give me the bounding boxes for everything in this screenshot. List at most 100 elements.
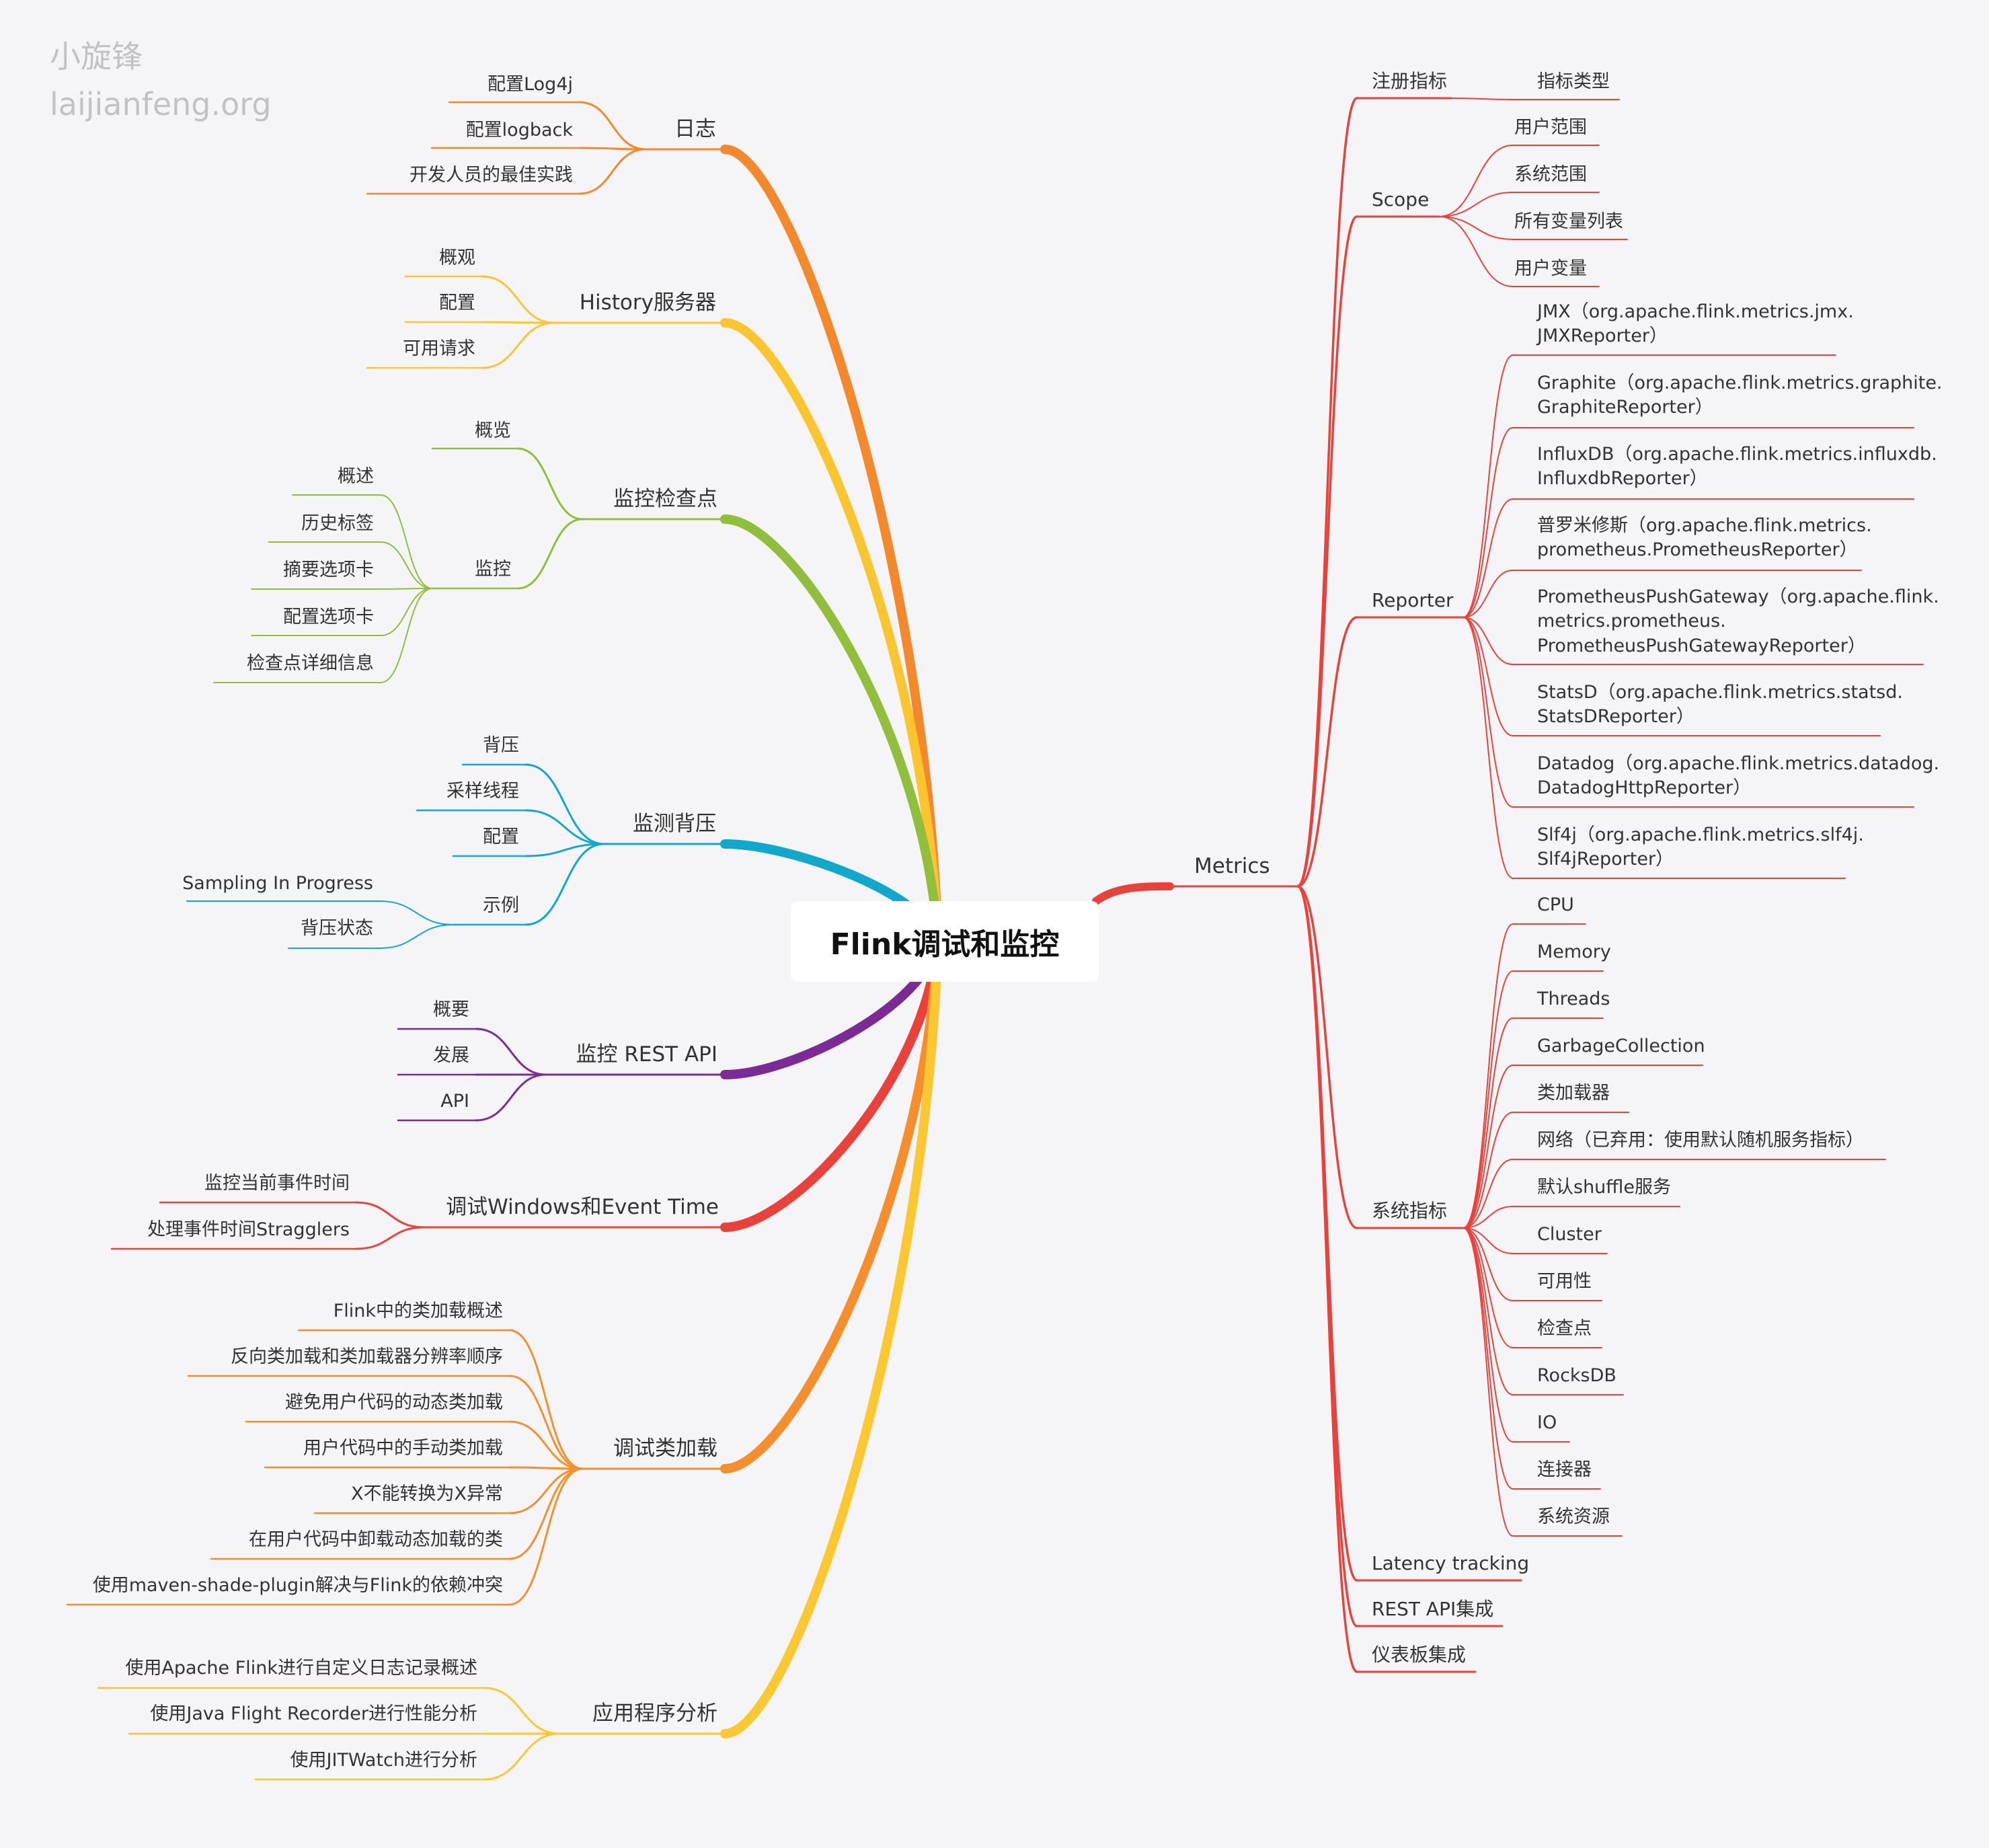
child-label-4-1[interactable]: 发展 <box>433 1045 469 1066</box>
child-label-5-1[interactable]: 处理事件时间Stragglers <box>147 1219 350 1240</box>
child-label-6-3[interactable]: 用户代码中的手动类加载 <box>303 1438 503 1459</box>
child-connector-4-2 <box>475 1073 547 1122</box>
child-label-1-2[interactable]: 可用请求 <box>403 338 475 359</box>
metrics-grandchild-label-0-0[interactable]: 指标类型 <box>1537 71 1610 92</box>
child-label-1-0[interactable]: 概观 <box>439 247 475 268</box>
metrics-grandchild-label-3-10[interactable]: RocksDB <box>1537 1365 1616 1386</box>
child-label-0-2[interactable]: 开发人员的最佳实践 <box>410 165 573 186</box>
branch-label-5[interactable]: 调试Windows和Event Time <box>446 1195 719 1219</box>
metrics-grandchild-label-1-3[interactable]: 用户变量 <box>1514 258 1587 279</box>
metrics-grandchild-label-3-7[interactable]: Cluster <box>1537 1224 1602 1245</box>
metrics-child-label-1[interactable]: Scope <box>1372 188 1430 210</box>
child-connector-7-2 <box>483 1732 561 1781</box>
metrics-grandchild-connector-3-5 <box>1462 1159 1514 1229</box>
child-label-7-2[interactable]: 使用JITWatch进行分析 <box>290 1750 477 1771</box>
child-connector-0-2 <box>578 148 647 195</box>
metrics-grandchild-label-1-1[interactable]: 系统范围 <box>1514 164 1587 185</box>
child-label-4-2[interactable]: API <box>440 1091 469 1112</box>
metrics-grandchild-connector-3-1 <box>1462 970 1514 1229</box>
metrics-grandchild-label-3-13[interactable]: 系统资源 <box>1537 1506 1610 1527</box>
metrics-grandchild-label-3-11[interactable]: IO <box>1537 1412 1557 1433</box>
child-label-6-0[interactable]: Flink中的类加载概述 <box>333 1301 503 1321</box>
branch-label-3[interactable]: 监测背压 <box>633 812 716 836</box>
grandchild-label-3-3-0[interactable]: Sampling In Progress <box>182 873 373 894</box>
metrics-grandchild-label-2-1[interactable]: Graphite（org.apache.flink.metrics.graphi… <box>1537 373 1943 418</box>
child-label-5-0[interactable]: 监控当前事件时间 <box>204 1173 350 1194</box>
metrics-grandchild-label-3-4[interactable]: 类加载器 <box>1537 1083 1610 1104</box>
metrics-grandchild-label-3-9[interactable]: 检查点 <box>1537 1318 1592 1339</box>
child-label-1-1[interactable]: 配置 <box>439 293 475 313</box>
child-label-2-1[interactable]: 监控 <box>475 559 511 580</box>
metrics-grandchild-label-3-3[interactable]: GarbageCollection <box>1537 1036 1705 1056</box>
metrics-grandchild-connector-1-2 <box>1438 216 1514 240</box>
metrics-child-label-2[interactable]: Reporter <box>1372 589 1454 611</box>
child-label-7-1[interactable]: 使用Java Flight Recorder进行性能分析 <box>150 1703 477 1724</box>
metrics-grandchild-label-2-4[interactable]: PrometheusPushGateway（org.apache.flink. … <box>1537 586 1939 656</box>
branch-label-0[interactable]: 日志 <box>674 117 716 141</box>
child-label-6-5[interactable]: 在用户代码中卸载动态加载的类 <box>249 1529 503 1550</box>
grandchild-label-3-3-1[interactable]: 背压状态 <box>301 918 373 939</box>
watermark-title: 小旋锋 <box>50 38 143 75</box>
metrics-grandchild-label-1-2[interactable]: 所有变量列表 <box>1514 211 1623 232</box>
branch-connector-6 <box>720 937 943 1473</box>
metrics-grandchild-connector-2-3 <box>1462 570 1514 618</box>
grandchild-label-2-1-2[interactable]: 摘要选项卡 <box>283 560 374 580</box>
metrics-grandchild-connector-2-4 <box>1462 617 1514 665</box>
metrics-child-label-0[interactable]: 注册指标 <box>1372 70 1448 92</box>
metrics-grandchild-label-3-12[interactable]: 连接器 <box>1537 1459 1592 1480</box>
metrics-grandchild-label-2-2[interactable]: InfluxDB（org.apache.flink.metrics.influx… <box>1537 444 1937 490</box>
branch-label-2[interactable]: 监控检查点 <box>613 487 717 511</box>
child-connector-6-3 <box>508 1466 584 1470</box>
child-label-3-2[interactable]: 配置 <box>483 826 519 847</box>
metrics-grandchild-label-3-8[interactable]: 可用性 <box>1537 1271 1592 1292</box>
grandchild-connector-3-3-1 <box>379 924 454 949</box>
metrics-grandchild-label-3-0[interactable]: CPU <box>1537 894 1574 915</box>
grandchild-label-2-1-0[interactable]: 概述 <box>338 466 374 487</box>
child-label-2-0[interactable]: 概览 <box>475 420 511 441</box>
root-topic[interactable]: Flink调试和监控 <box>791 901 1099 982</box>
branch-label-4[interactable]: 监控 REST API <box>576 1042 718 1067</box>
branch-label-7[interactable]: 应用程序分析 <box>592 1701 717 1726</box>
child-connector-1-0 <box>481 275 555 324</box>
child-label-0-0[interactable]: 配置Log4j <box>488 74 573 95</box>
metrics-grandchild-label-2-0[interactable]: JMX（org.apache.flink.metrics.jmx. JMXRep… <box>1537 301 1854 347</box>
child-connector-3-1 <box>524 809 605 845</box>
child-connector-4-0 <box>475 1028 547 1076</box>
metrics-child-label-5[interactable]: REST API集成 <box>1372 1598 1494 1620</box>
grandchild-label-2-1-4[interactable]: 检查点详细信息 <box>247 653 374 674</box>
child-label-4-0[interactable]: 概要 <box>433 999 469 1020</box>
metrics-grandchild-label-3-2[interactable]: Threads <box>1537 989 1610 1009</box>
metrics-grandchild-label-3-5[interactable]: 网络（已弃用：使用默认随机服务指标） <box>1537 1130 1864 1151</box>
metrics-child-label-4[interactable]: Latency tracking <box>1372 1552 1530 1574</box>
child-label-3-0[interactable]: 背压 <box>483 735 519 756</box>
metrics-grandchild-connector-0-0 <box>1450 98 1514 100</box>
branch-label-1[interactable]: History服务器 <box>579 291 716 315</box>
branch-label-6[interactable]: 调试类加载 <box>613 1436 717 1461</box>
metrics-grandchild-label-2-3[interactable]: 普罗米修斯（org.apache.flink.metrics. promethe… <box>1537 515 1872 561</box>
metrics-child-label-6[interactable]: 仪表板集成 <box>1372 1644 1467 1666</box>
child-label-6-4[interactable]: X不能转换为X异常 <box>351 1484 503 1504</box>
metrics-grandchild-label-2-6[interactable]: Datadog（org.apache.flink.metrics.datadog… <box>1537 753 1940 799</box>
metrics-grandchild-connector-2-7 <box>1462 617 1514 879</box>
child-label-7-0[interactable]: 使用Apache Flink进行自定义日志记录概述 <box>125 1658 477 1679</box>
grandchild-label-2-1-3[interactable]: 配置选项卡 <box>283 607 374 627</box>
metrics-grandchild-label-3-6[interactable]: 默认shuffle服务 <box>1537 1177 1672 1198</box>
child-label-3-1[interactable]: 采样线程 <box>446 781 519 802</box>
grandchild-label-2-1-1[interactable]: 历史标签 <box>301 513 374 534</box>
metrics-grandchild-label-2-7[interactable]: Slf4j（org.apache.flink.metrics.slf4j. Sl… <box>1537 824 1864 870</box>
metrics-grandchild-label-2-5[interactable]: StatsD（org.apache.flink.metrics.statsd. … <box>1537 682 1903 728</box>
metrics-grandchild-label-1-0[interactable]: 用户范围 <box>1514 117 1587 138</box>
child-label-6-2[interactable]: 避免用户代码的动态类加载 <box>285 1392 503 1413</box>
grandchild-connector-2-1-0 <box>380 494 433 589</box>
child-label-3-3[interactable]: 示例 <box>483 895 519 916</box>
child-label-6-1[interactable]: 反向类加载和类加载器分辨率顺序 <box>231 1346 503 1367</box>
metrics-grandchild-connector-2-6 <box>1462 617 1514 808</box>
child-label-6-6[interactable]: 使用maven-shade-plugin解决与Flink的依赖冲突 <box>92 1575 503 1596</box>
watermark-url: laijianfeng.org <box>50 86 272 122</box>
metrics-grandchild-label-3-1[interactable]: Memory <box>1537 941 1611 962</box>
metrics-child-label-3[interactable]: 系统指标 <box>1372 1200 1448 1222</box>
child-label-0-1[interactable]: 配置logback <box>465 120 573 141</box>
metrics-grandchild-connector-2-5 <box>1462 617 1514 736</box>
metrics-label[interactable]: Metrics <box>1194 854 1270 878</box>
